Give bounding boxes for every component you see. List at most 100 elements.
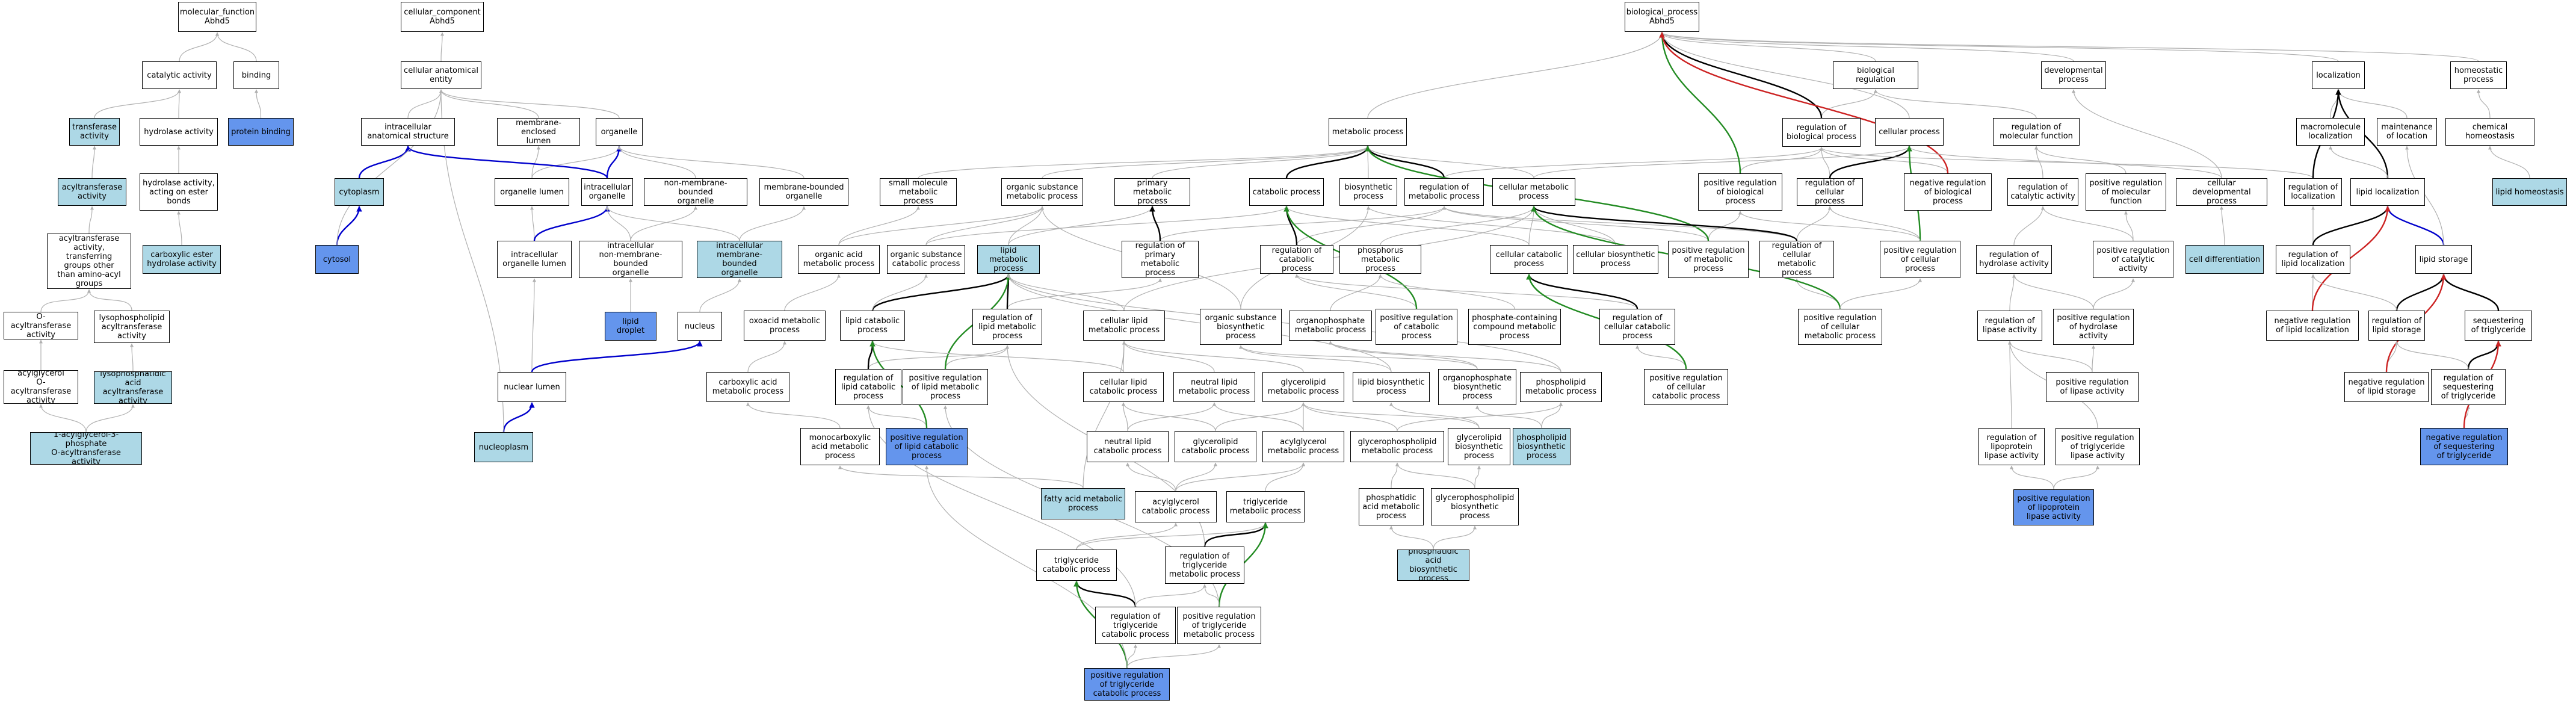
edge-regtgmet-to-tgmet xyxy=(1203,522,1268,547)
edge-imbo-to-intorg xyxy=(605,206,740,241)
node-cellular-metabolic-process: cellular metabolic process xyxy=(1492,178,1575,206)
edge-chemh-to-homeo xyxy=(2477,89,2491,119)
edge-lpaat-to-lysoacyl xyxy=(130,343,134,372)
node-lipid-localization: lipid localization xyxy=(2350,178,2425,206)
edge-orgphosbio-to-orgphos xyxy=(1329,341,1478,370)
node-molecular-function: molecular_function Abhd5 xyxy=(178,2,256,32)
edge-carbox-to-oxoacid xyxy=(747,341,786,373)
node-positive-regulation-of-cellular-process: positive regulation of cellular process xyxy=(1880,241,1960,278)
node-neutral-lipid-catabolic-process: neutral lipid catabolic process xyxy=(1087,431,1169,462)
edge-cytosol-to-cae xyxy=(336,89,443,246)
edge-acylglymet-to-neutlipmet xyxy=(1212,402,1304,432)
edge-poslplase-to-posregtglip xyxy=(2053,465,2099,490)
node-intracellular-organelle: intracellular organelle xyxy=(581,178,633,206)
edge-posregbp-to-regbp xyxy=(1740,147,1823,174)
edge-cellbio-to-cmp xyxy=(1532,206,1616,246)
node-glycerolipid-metabolic-process: glycerolipid metabolic process xyxy=(1262,372,1344,402)
node-hydrolase-activity: hydrolase activity xyxy=(140,118,218,146)
edge-fam-to-clmp xyxy=(1083,341,1126,489)
edge-oacyl-to-acylnon xyxy=(40,289,91,312)
edge-reglipidstor-to-reglipidloc xyxy=(2311,274,2397,311)
edge-posreghyd-to-posregcat xyxy=(2093,278,2135,309)
node-regulation-of-sequestering-of-triglyceride: regulation of sequestering of triglyceri… xyxy=(2431,369,2506,405)
node-negative-regulation-of-sequestering-of-triglyceride: negative regulation of sequestering of t… xyxy=(2420,428,2508,465)
node-regulation-of-biological-process: regulation of biological process xyxy=(1782,118,1861,147)
node-lipid-catabolic-process: lipid catabolic process xyxy=(840,311,905,341)
node-acylglycerol-catabolic-process: acylglycerol catabolic process xyxy=(1135,491,1217,522)
edge-trans-to-cat xyxy=(94,89,181,119)
node-phospholipid-biosynthetic-process: phospholipid biosynthetic process xyxy=(1513,428,1571,465)
edge-bind-to-mf xyxy=(215,32,257,62)
edge-regmp-to-regbp xyxy=(1444,147,1823,179)
edge-acylglycat-to-acylglymet xyxy=(1175,462,1305,492)
node-chemical-homeostasis: chemical homeostasis xyxy=(2445,118,2534,146)
edge-poslplase-to-reglplase xyxy=(2010,465,2054,490)
node-acyltransferase-activity: acyltransferase activity xyxy=(58,178,126,206)
edge-regcmp-to-regmp xyxy=(1442,206,1797,241)
edge-cae-to-cc xyxy=(440,32,444,62)
edge-regcellcat-to-regcatp xyxy=(1295,274,1638,309)
edge-orglum-to-org xyxy=(531,146,621,179)
edge-phosmet-to-cmp xyxy=(1380,206,1536,246)
edge-orgphosbio-to-osbio xyxy=(1239,345,1478,370)
edge-orgphos-to-phosmet xyxy=(1330,274,1382,311)
node-localization: localization xyxy=(2312,61,2365,89)
node-positive-regulation-of-biological-process: positive regulation of biological proces… xyxy=(1698,173,1782,211)
edge-oscat-to-catp xyxy=(925,206,1288,246)
edge-smm-to-metab xyxy=(918,146,1370,179)
edge-cellp-to-bp xyxy=(1660,32,1910,119)
node-lipid-storage: lipid storage xyxy=(2415,245,2472,274)
edge-glycerolipcat-to-cllcat xyxy=(1122,402,1216,432)
edge-posregcat-to-regcat xyxy=(2041,206,2134,241)
node-cellular-developmental-process: cellular developmental process xyxy=(2176,178,2267,206)
edge-regbp-to-bp xyxy=(1659,32,1823,119)
node-negative-regulation-of-biological-process: negative regulation of biological proces… xyxy=(1904,173,1992,211)
node-cytosol: cytosol xyxy=(315,245,359,274)
edge-org-to-cae xyxy=(439,89,620,119)
node-small-molecule-metabolic-process: small molecule metabolic process xyxy=(880,178,957,206)
edge-dev-to-bp xyxy=(1660,32,2074,62)
node-fatty-acid-metabolic-process: fatty acid metabolic process xyxy=(1041,488,1125,519)
node-regulation-of-primary-metabolic-process: regulation of primary metabolic process xyxy=(1122,241,1199,278)
edge-cmp-to-cellp xyxy=(1533,146,1911,179)
node-phosphorus-metabolic-process: phosphorus metabolic process xyxy=(1339,245,1421,274)
node-biological-regulation: biological regulation xyxy=(1833,61,1918,89)
node-positive-regulation-of-lipid-metabolic-process: positive regulation of lipid metabolic p… xyxy=(903,369,988,405)
edge-ias-to-cae xyxy=(407,89,443,119)
edge-carbest-to-hydest xyxy=(177,211,182,246)
node-intracellular-anatomical-structure: intracellular anatomical structure xyxy=(361,118,455,146)
edge-iol-to-intorg xyxy=(533,206,610,241)
edge-regbp-to-breg xyxy=(1821,89,1877,119)
node-negative-regulation-of-lipid-localization: negative regulation of lipid localizatio… xyxy=(2266,311,2359,341)
edge-orglum-to-mel xyxy=(531,146,540,179)
edge-lipidh-to-chemh xyxy=(2488,146,2530,179)
edge-mainloc-to-loc xyxy=(2337,89,2408,119)
edge-neutlipcat-to-cllcat xyxy=(1122,402,1128,432)
edge-glyphosmet-to-phosphlip xyxy=(1397,402,1563,432)
node-macromolecule-localization: macromolecule localization xyxy=(2296,118,2365,146)
node-phospholipid-metabolic-process: phospholipid metabolic process xyxy=(1520,372,1602,402)
node-regulation-of-triglyceride-catabolic-process: regulation of triglyceride catabolic pro… xyxy=(1095,607,1176,644)
node-glycerophospholipid-biosynthetic-process: glycerophospholipid biosynthetic process xyxy=(1431,488,1519,525)
node-catabolic-process: catabolic process xyxy=(1249,178,1324,206)
node-negative-regulation-of-lipid-storage: negative regulation of lipid storage xyxy=(2344,372,2429,402)
node-cellular-biosynthetic-process: cellular biosynthetic process xyxy=(1573,245,1658,274)
node-protein-binding: protein binding xyxy=(228,118,294,146)
edge-regmp-to-metab xyxy=(1365,146,1445,179)
edge-glybio-to-lipbio xyxy=(1389,402,1480,429)
node-cytoplasm: cytoplasm xyxy=(335,178,384,206)
edge-imbo-to-mbo xyxy=(739,206,806,241)
node-positive-regulation-of-cellular-catabolic-process: positive regulation of cellular cataboli… xyxy=(1644,369,1728,405)
edge-regcellcat-to-cellcat xyxy=(1526,274,1639,309)
node-carboxylic-ester-hydrolase: carboxylic ester hydrolase activity xyxy=(143,245,221,274)
edge-regtgcat-to-regtgmet xyxy=(1135,584,1206,607)
node-nuclear-lumen: nuclear lumen xyxy=(498,372,566,402)
node-organophosphate-biosynthetic-process: organophosphate biosynthetic process xyxy=(1438,369,1516,405)
node-biosynthetic-process: biosynthetic process xyxy=(1339,178,1397,206)
edge-mel-to-cae xyxy=(439,89,539,119)
edge-fam-to-monocarb xyxy=(838,465,1084,489)
edge-pb-to-bind xyxy=(255,89,262,119)
edge-posregmp-to-regmp xyxy=(1442,206,1709,241)
edge-posreghyd-to-reghyd xyxy=(2012,274,2094,309)
node-acyltransferase-non-amino-acyl: acyltransferase activity, transferring g… xyxy=(47,234,131,289)
